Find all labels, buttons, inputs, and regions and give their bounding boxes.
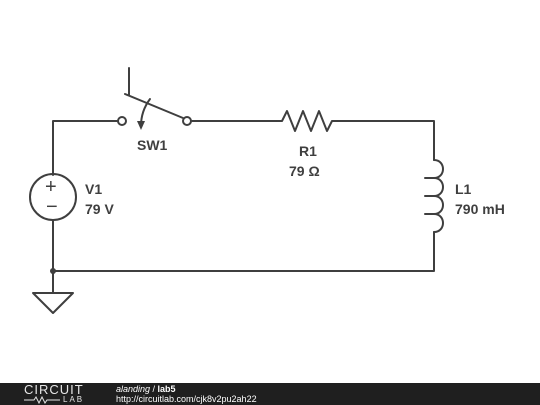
switch-sw1[interactable]: SW1 bbox=[117, 67, 192, 153]
author-name[interactable]: alanding bbox=[116, 384, 151, 394]
source-circle bbox=[29, 173, 77, 221]
credit-separator: / bbox=[150, 384, 158, 394]
wire-bottom-return bbox=[52, 219, 435, 272]
source-value: 79 V bbox=[85, 201, 114, 217]
logo-resistor-icon bbox=[24, 395, 60, 404]
ground-symbol bbox=[32, 292, 74, 314]
source-plus-sign: + bbox=[45, 176, 57, 198]
junction-node bbox=[50, 268, 56, 274]
logo-wordmark-bottom: LAB bbox=[24, 395, 84, 404]
inductor-coil bbox=[424, 159, 444, 233]
resistor-r1[interactable]: R1 79 Ω bbox=[276, 110, 338, 179]
footer-bar: CIRCUIT LAB alanding / lab5 http://circu… bbox=[0, 383, 540, 405]
wire-source-to-switch bbox=[52, 120, 118, 176]
credit-line: alanding / lab5 bbox=[116, 384, 176, 394]
inductor-l1[interactable]: L1 790 mH bbox=[424, 159, 505, 233]
switch-arrow-head bbox=[137, 121, 145, 130]
wire-resistor-to-inductor bbox=[336, 120, 435, 161]
switch-blade bbox=[124, 93, 184, 119]
circuit-schematic: SW1 R1 79 Ω + − V1 79 V L1 790 mH bbox=[29, 67, 505, 314]
switch-terminal-right bbox=[182, 116, 192, 126]
source-minus-sign: − bbox=[46, 196, 58, 218]
voltage-source-v1[interactable]: + − V1 79 V bbox=[29, 173, 114, 221]
switch-terminal-left bbox=[117, 116, 127, 126]
logo-wordmark-top: CIRCUIT bbox=[24, 382, 84, 397]
circuit-title[interactable]: lab5 bbox=[157, 384, 176, 394]
circuit-url-link[interactable]: http://circuitlab.com/cjk8v2pu2ah22 bbox=[116, 394, 257, 404]
switch-label: SW1 bbox=[137, 137, 168, 153]
resistor-zigzag bbox=[276, 110, 338, 132]
source-name: V1 bbox=[85, 181, 102, 197]
wires bbox=[50, 120, 435, 294]
logo-lab-text: LAB bbox=[63, 395, 85, 404]
resistor-value: 79 Ω bbox=[289, 163, 320, 179]
inductor-name: L1 bbox=[455, 181, 472, 197]
resistor-name: R1 bbox=[299, 143, 317, 159]
inductor-value: 790 mH bbox=[455, 201, 505, 217]
ground-triangle bbox=[32, 292, 74, 314]
